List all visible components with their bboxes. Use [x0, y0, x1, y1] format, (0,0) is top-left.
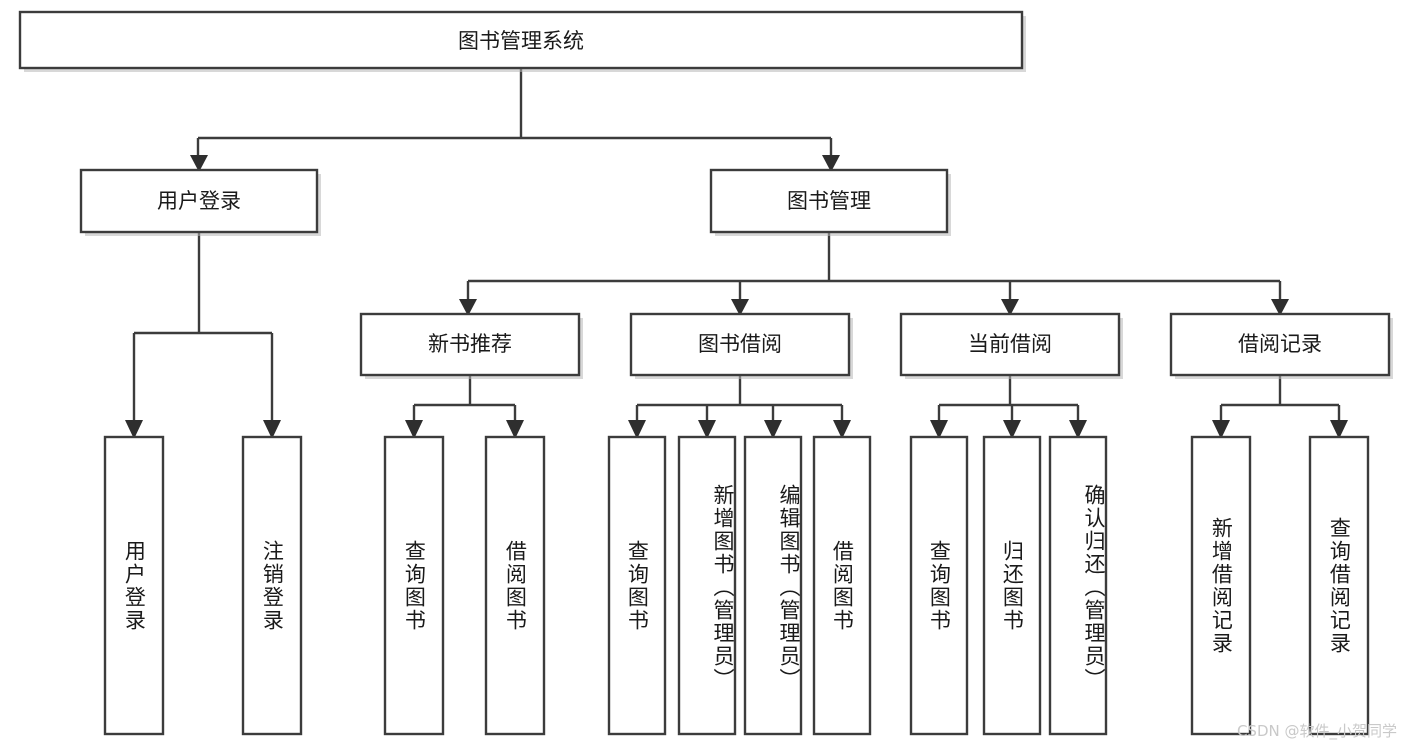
- user-login-label: 用户登录: [157, 189, 241, 213]
- arrow-to-leaf-return-book: [1003, 420, 1021, 439]
- arrow-to-leaf-confirm-return: [1069, 420, 1087, 439]
- arrow-to-leaf-add-record: [1212, 420, 1230, 439]
- leaf-label-edit-book: 编辑图书（管理员）: [777, 484, 801, 691]
- book-manage-box: [709, 168, 949, 234]
- arrow-to-leaf-borrow-book-bb: [833, 420, 851, 439]
- leaf-box-return-book[interactable]: [982, 435, 1042, 736]
- edge-root-to-bus: [196, 68, 833, 158]
- leaf-box-confirm-return[interactable]: [1048, 435, 1108, 736]
- leaf-box-logout[interactable]: [241, 435, 303, 736]
- current-borrow-label: 当前借阅: [968, 332, 1052, 356]
- book-manage-label: 图书管理: [787, 189, 871, 213]
- node-borrow-record[interactable]: 借阅记录: [1169, 312, 1393, 379]
- leaf-label-confirm-return: 确认归还（管理员）: [1082, 484, 1106, 691]
- arrowhead-layer: [125, 155, 1348, 439]
- user-login-box: [79, 168, 319, 234]
- leaf-label-query-book-rec: 查询图书: [402, 539, 427, 632]
- arrow-to-leaf-user-login: [125, 420, 143, 439]
- leaf-label-query-record: 查询借阅记录: [1327, 516, 1352, 655]
- leaf-label-add-record: 新增借阅记录: [1209, 516, 1234, 655]
- arrow-to-new-book-rec: [459, 299, 477, 316]
- current-borrow-box: [899, 312, 1121, 377]
- arrow-to-leaf-logout: [263, 420, 281, 439]
- edge-borrowrecord-to-leaves: [1219, 375, 1341, 425]
- leaf-label-group: 用户登录 注销登录 查询图书 借阅图书 查询图书 新增图书（管理员） 编辑图书（…: [122, 484, 1352, 691]
- borrow-record-box: [1169, 312, 1391, 377]
- leaf-label-query-book-bb: 查询图书: [625, 539, 650, 632]
- leaf-label-query-book-cb: 查询图书: [927, 539, 952, 632]
- edge-bookborrow-to-leaves: [635, 375, 844, 425]
- leaf-label-borrow-book-rec: 借阅图书: [503, 539, 528, 632]
- leaf-box-add-book[interactable]: [677, 435, 737, 736]
- leaf-box-query-book-rec[interactable]: [383, 435, 445, 736]
- node-current-borrow[interactable]: 当前借阅: [899, 312, 1123, 379]
- edge-newbookrec-to-leaves: [412, 375, 517, 425]
- leaf-label-borrow-book-bb: 借阅图书: [830, 539, 855, 632]
- leaf-box-query-book-bb[interactable]: [607, 435, 667, 736]
- arrow-to-leaf-query-book-bb: [628, 420, 646, 439]
- arrow-to-user-login: [190, 155, 208, 172]
- book-borrow-label: 图书借阅: [698, 332, 782, 356]
- leaf-label-logout: 注销登录: [260, 539, 285, 632]
- edge-bookmanage-to-bus: [466, 232, 1282, 302]
- new-book-rec-box: [359, 312, 581, 377]
- arrow-to-book-manage: [822, 155, 840, 172]
- leaf-node-group: [103, 435, 1370, 736]
- arrow-to-borrow-record: [1271, 299, 1289, 316]
- borrow-record-label: 借阅记录: [1238, 332, 1322, 356]
- node-book-manage[interactable]: 图书管理: [709, 168, 951, 236]
- leaf-box-edit-book[interactable]: [743, 435, 803, 736]
- leaf-label-add-book: 新增图书（管理员）: [711, 484, 735, 691]
- leaf-label-user-login: 用户登录: [122, 539, 147, 632]
- leaf-box-user-login[interactable]: [103, 435, 165, 736]
- arrow-to-book-borrow: [731, 299, 749, 316]
- node-user-login[interactable]: 用户登录: [79, 168, 321, 236]
- leaf-label-return-book: 归还图书: [1000, 539, 1025, 632]
- new-book-rec-label: 新书推荐: [428, 332, 512, 356]
- leaf-box-add-record[interactable]: [1190, 435, 1252, 736]
- book-borrow-box: [629, 312, 851, 377]
- arrow-to-leaf-query-record: [1330, 420, 1348, 439]
- arrow-to-leaf-query-book-cb: [930, 420, 948, 439]
- root-box: [18, 10, 1024, 70]
- node-new-book-rec[interactable]: 新书推荐: [359, 312, 583, 379]
- root-label: 图书管理系统: [458, 29, 584, 53]
- leaf-box-query-record[interactable]: [1308, 435, 1370, 736]
- node-root[interactable]: 图书管理系统: [18, 10, 1026, 72]
- edge-currentborrow-to-leaves: [937, 375, 1080, 425]
- arrow-to-current-borrow: [1001, 299, 1019, 316]
- node-book-borrow[interactable]: 图书借阅: [629, 312, 853, 379]
- arrow-to-leaf-borrow-book-rec: [506, 420, 524, 439]
- leaf-box-borrow-book-bb[interactable]: [812, 435, 872, 736]
- arrow-to-leaf-add-book: [698, 420, 716, 439]
- leaf-box-borrow-book-rec[interactable]: [484, 435, 546, 736]
- edge-userlogin-to-bus: [132, 232, 274, 425]
- connector-layer: [132, 68, 1341, 425]
- arrow-to-leaf-query-book-rec: [405, 420, 423, 439]
- arrow-to-leaf-edit-book: [764, 420, 782, 439]
- leaf-box-query-book-cb[interactable]: [909, 435, 969, 736]
